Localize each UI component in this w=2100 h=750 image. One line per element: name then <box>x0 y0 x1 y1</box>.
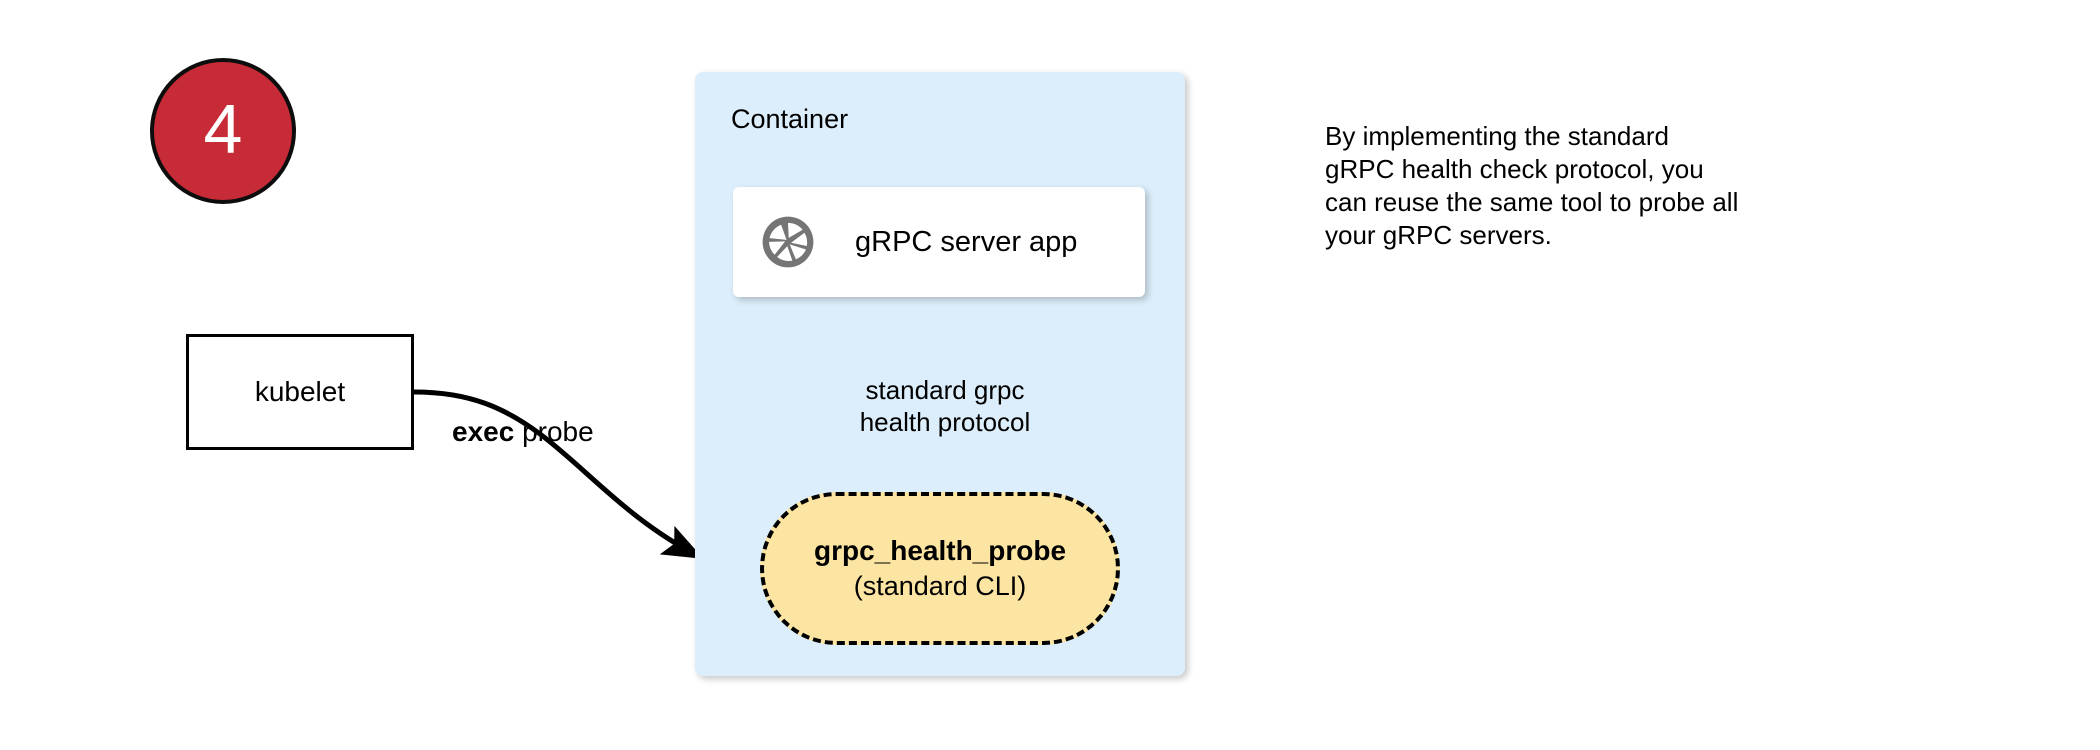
grpc-health-probe-node: grpc_health_probe (standard CLI) <box>760 492 1120 645</box>
health-protocol-line-2: health protocol <box>830 406 1060 439</box>
caption-line-2: gRPC health check protocol, you <box>1325 154 1704 184</box>
kubelet-label: kubelet <box>254 376 346 407</box>
grpc-health-probe-subtitle: (standard CLI) <box>853 570 1027 601</box>
grpc-server-app-card: gRPC server app <box>733 187 1145 297</box>
caption-line-1: By implementing the standard <box>1325 121 1669 151</box>
caption-text: By implementing the standard gRPC health… <box>1325 120 1945 252</box>
grpc-health-probe-title: grpc_health_probe <box>813 535 1067 567</box>
health-protocol-line-1: standard grpc <box>830 374 1060 407</box>
health-protocol-label: standard grpc health protocol <box>830 374 1060 439</box>
exec-keyword: exec <box>452 416 515 447</box>
caption-line-4: your gRPC servers. <box>1325 220 1552 250</box>
caption-line-3: can reuse the same tool to probe all <box>1325 187 1739 217</box>
exec-probe-suffix: probe <box>514 416 594 447</box>
aperture-icon <box>759 213 817 271</box>
exec-probe-label: exec probe <box>452 415 594 449</box>
step-number: 4 <box>203 90 243 168</box>
grpc-server-app-label: gRPC server app <box>855 225 1078 258</box>
step-badge: 4 <box>150 58 296 204</box>
kubelet-node: kubelet <box>186 334 414 450</box>
container-title: Container <box>731 104 849 134</box>
